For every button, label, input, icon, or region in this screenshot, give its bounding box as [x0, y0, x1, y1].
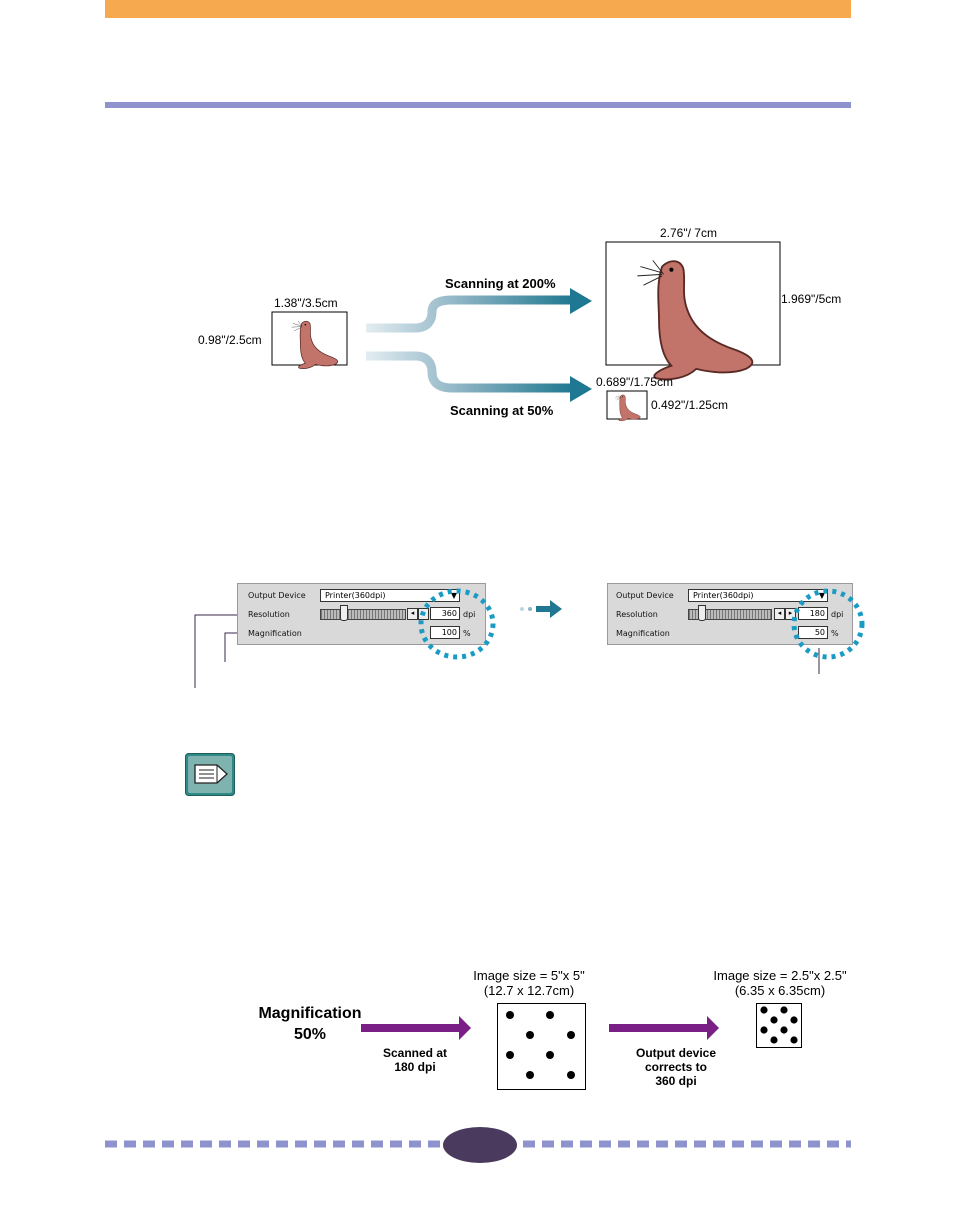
image1-size-line1: Image size = 5"x 5"	[473, 968, 585, 983]
resolution-field[interactable]: 180	[798, 607, 828, 620]
magnification-label: Magnification	[616, 629, 670, 638]
resolution-label: Resolution	[248, 610, 290, 619]
image2-size-line2: (6.35 x 6.35cm)	[734, 983, 826, 998]
resolution-unit: dpi	[463, 610, 476, 619]
dot-grid-360dpi	[756, 1003, 802, 1048]
image2-size-line1: Image size = 2.5"x 2.5"	[713, 968, 847, 983]
output-device-label: Output Device	[248, 591, 306, 600]
output-arrow-shaft	[609, 1024, 709, 1032]
dropdown-arrow-icon: ▼	[450, 591, 457, 600]
reduced-height-label: 0.492"/1.25cm	[651, 398, 728, 412]
transition-dot-2	[528, 607, 532, 611]
step-right-icon[interactable]: ▸	[785, 608, 796, 620]
magnification-field[interactable]: 100	[430, 626, 460, 639]
arrow-to-200	[366, 295, 572, 333]
image2-size-caption: Image size = 2.5"x 2.5" (6.35 x 6.35cm)	[696, 968, 864, 998]
magnification-field[interactable]: 50	[798, 626, 828, 639]
scanned-at-line1: Scanned at	[382, 1046, 448, 1060]
enlarged-width-label: 2.76"/ 7cm	[660, 226, 717, 240]
header-rule	[105, 102, 851, 108]
resolution-unit: dpi	[831, 610, 844, 619]
image1-size-caption: Image size = 5"x 5" (12.7 x 12.7cm)	[456, 968, 602, 998]
resolution-slider[interactable]	[320, 609, 406, 620]
output-arrowhead	[707, 1016, 719, 1040]
magnification-unit: %	[831, 629, 839, 638]
magnification-heading-value: 50%	[293, 1026, 327, 1043]
output-device-select[interactable]: Printer(360dpi) ▼	[688, 589, 828, 602]
output-caption-line3: 360 dpi	[655, 1074, 697, 1088]
header-accent-bar	[105, 0, 851, 18]
settings-panel-before: Output Device Printer(360dpi) ▼ Resoluti…	[237, 583, 486, 645]
resolution-label: Resolution	[616, 610, 658, 619]
output-caption-line2: corrects to	[644, 1060, 708, 1074]
original-width-label: 1.38"/3.5cm	[274, 296, 338, 310]
arrow-to-50	[366, 351, 572, 393]
resolution-field[interactable]: 360	[430, 607, 460, 620]
highlight-circle-before	[418, 588, 496, 660]
magnification-heading: Magnification 50%	[240, 1003, 380, 1045]
output-device-value: Printer(360dpi)	[325, 591, 386, 600]
slider-thumb[interactable]	[340, 605, 348, 621]
scanned-at-line2: 180 dpi	[394, 1060, 436, 1074]
magnification-heading-label: Magnification	[258, 1005, 362, 1022]
scan-200-caption: Scanning at 200%	[445, 276, 556, 291]
figure2-arrows	[361, 1016, 719, 1040]
scaling-diagram	[271, 241, 781, 422]
scan-50-caption: Scanning at 50%	[450, 403, 554, 418]
page-number-badge	[443, 1127, 517, 1163]
original-height-label: 0.98"/2.5cm	[198, 333, 262, 347]
magnification-label: Magnification	[248, 629, 302, 638]
settings-callouts	[194, 588, 865, 688]
note-pencil-icon	[185, 753, 235, 796]
output-caption-line1: Output device	[635, 1046, 716, 1060]
arrowhead-200	[570, 288, 592, 314]
arrowhead-50	[570, 376, 592, 402]
dot-grid-180dpi	[497, 1003, 586, 1090]
transition-arrowhead	[550, 600, 562, 618]
output-device-label: Output Device	[616, 591, 674, 600]
reduced-width-label: 0.689"/1.75cm	[596, 375, 673, 389]
callout-line-magnification	[224, 632, 237, 662]
magnification-unit: %	[463, 629, 471, 638]
slider-thumb[interactable]	[698, 605, 706, 621]
output-device-value: Printer(360dpi)	[693, 591, 754, 600]
enlarged-height-label: 1.969"/5cm	[781, 292, 842, 306]
image1-size-line2: (12.7 x 12.7cm)	[483, 983, 575, 998]
resolution-slider[interactable]	[688, 609, 772, 620]
highlight-circle-after	[791, 588, 865, 660]
transition-dot-1	[520, 607, 524, 611]
step-left-icon[interactable]: ◂	[774, 608, 785, 620]
output-device-select[interactable]: Printer(360dpi) ▼	[320, 589, 460, 602]
callout-line-resolution	[194, 614, 237, 688]
dropdown-arrow-icon: ▼	[818, 591, 825, 600]
scan-arrowhead	[459, 1016, 471, 1040]
output-device-caption: Output device corrects to 360 dpi	[606, 1046, 746, 1088]
settings-panel-after: Output Device Printer(360dpi) ▼ Resoluti…	[607, 583, 853, 645]
scanned-at-caption: Scanned at 180 dpi	[365, 1046, 465, 1074]
transition-arrow-shaft	[536, 606, 550, 612]
step-left-icon[interactable]: ◂	[407, 608, 418, 620]
scan-arrow-shaft	[361, 1024, 461, 1032]
